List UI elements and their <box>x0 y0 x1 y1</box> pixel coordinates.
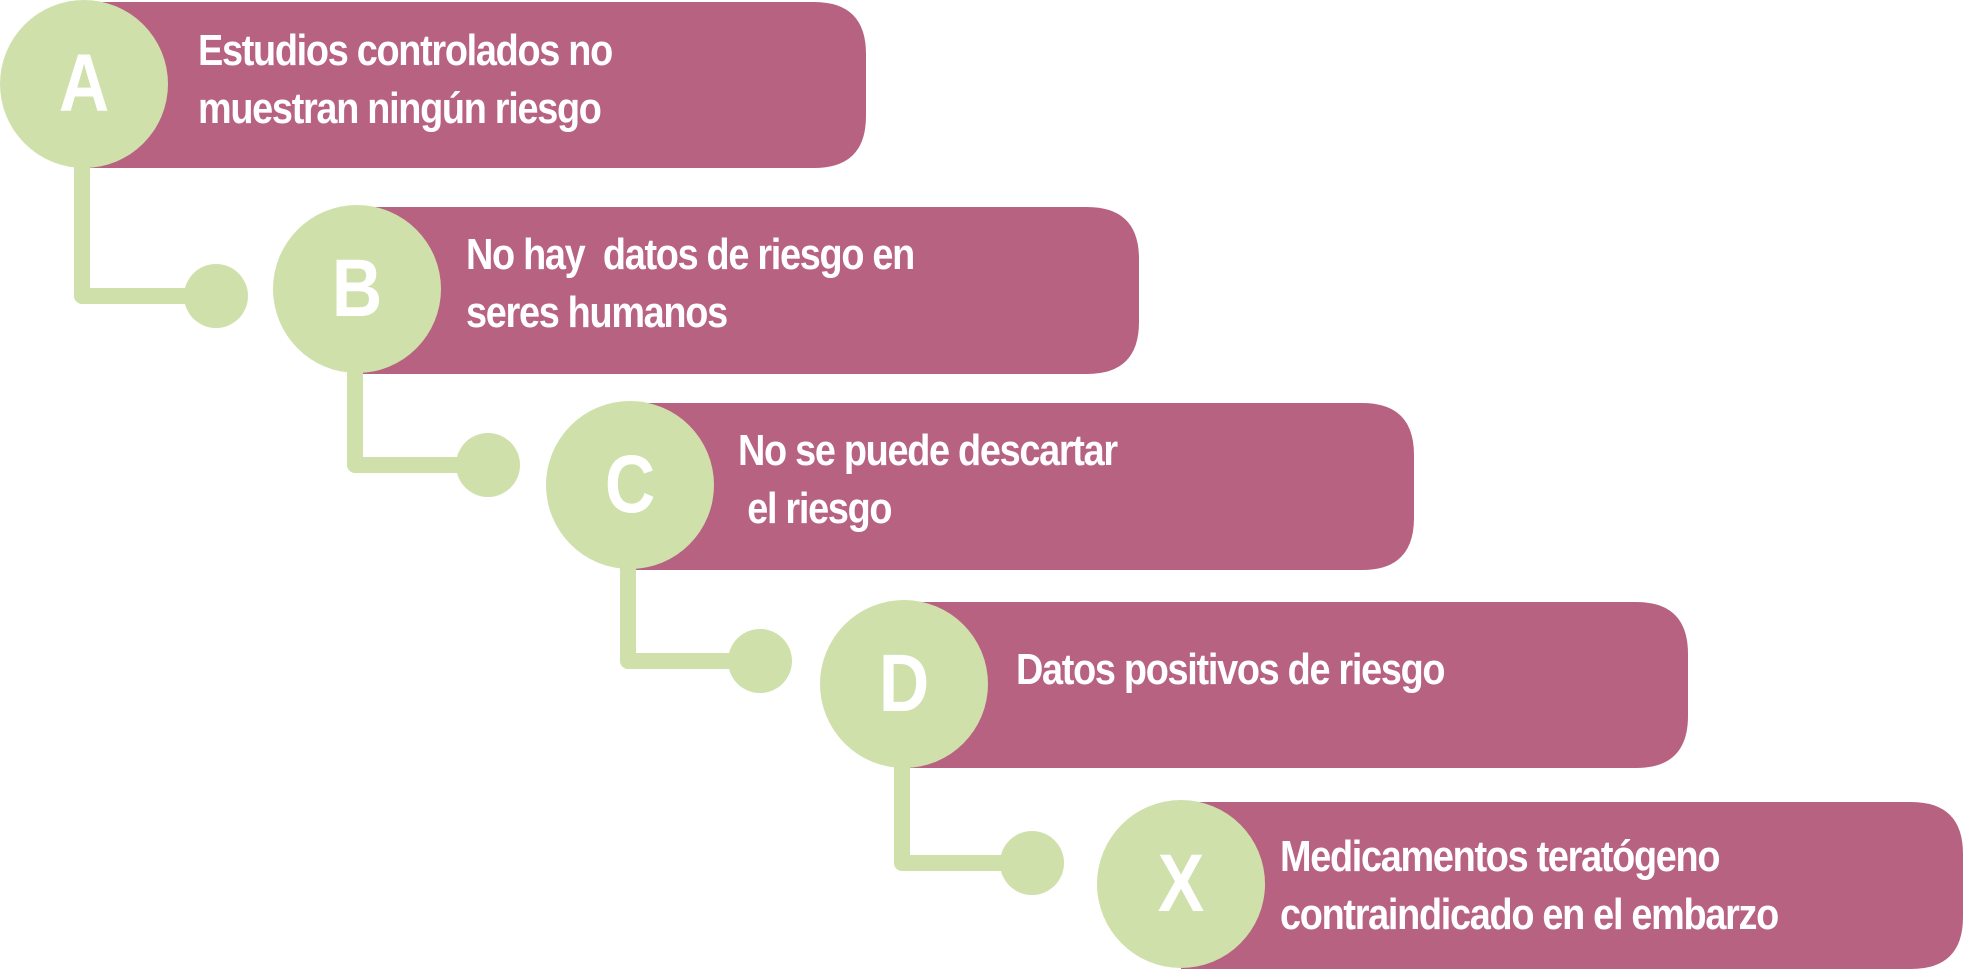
connector-node-a <box>184 264 248 328</box>
category-a-line-1: Estudios controlados no <box>198 26 613 75</box>
connector-node-b <box>456 433 520 497</box>
category-letter-a: A <box>58 38 110 129</box>
category-letter-d: D <box>878 638 930 729</box>
category-description-b: No hay datos de riesgo en seres humanos <box>466 226 915 342</box>
connector-line-c <box>620 537 768 669</box>
category-badge-x <box>1097 800 1265 968</box>
category-c-line-1: No se puede descartar <box>738 426 1118 475</box>
category-banner-b <box>357 207 1139 374</box>
category-description-a: Estudios controlados no muestran ningún r… <box>198 22 613 138</box>
category-b-line-2: seres humanos <box>466 288 728 337</box>
category-letter-x: X <box>1157 838 1205 929</box>
category-d-line-1: Datos positivos de riesgo <box>1016 645 1446 694</box>
connector-node-d <box>1000 831 1064 895</box>
category-badge-b <box>273 205 441 373</box>
category-description-x: Medicamentos teratógeno contraindicado en… <box>1280 828 1779 944</box>
category-badge-d <box>820 600 988 768</box>
category-letter-c: C <box>604 439 656 530</box>
category-banner-c <box>630 403 1414 570</box>
category-b-line-1: No hay datos de riesgo en <box>466 230 915 279</box>
connector-node-c <box>728 629 792 693</box>
category-banner-x <box>1181 802 1963 969</box>
category-banner-a <box>84 2 866 168</box>
category-letter-b: B <box>331 243 383 334</box>
connector-line-a <box>74 136 224 304</box>
category-a-line-2: muestran ningún riesgo <box>198 84 602 133</box>
connector-line-d <box>894 736 1040 871</box>
category-description-d: Datos positivos de riesgo <box>1016 641 1446 699</box>
category-badge-a <box>0 0 168 168</box>
category-description-c: No se puede descartar el riesgo <box>738 422 1118 538</box>
category-c-line-2: el riesgo <box>738 484 892 533</box>
category-x-line-1: Medicamentos teratógeno <box>1280 832 1721 881</box>
connector-line-b <box>347 341 496 473</box>
category-x-line-2: contraindicado en el embarzo <box>1280 890 1779 939</box>
category-banner-d <box>904 602 1688 768</box>
category-badge-c <box>546 401 714 569</box>
